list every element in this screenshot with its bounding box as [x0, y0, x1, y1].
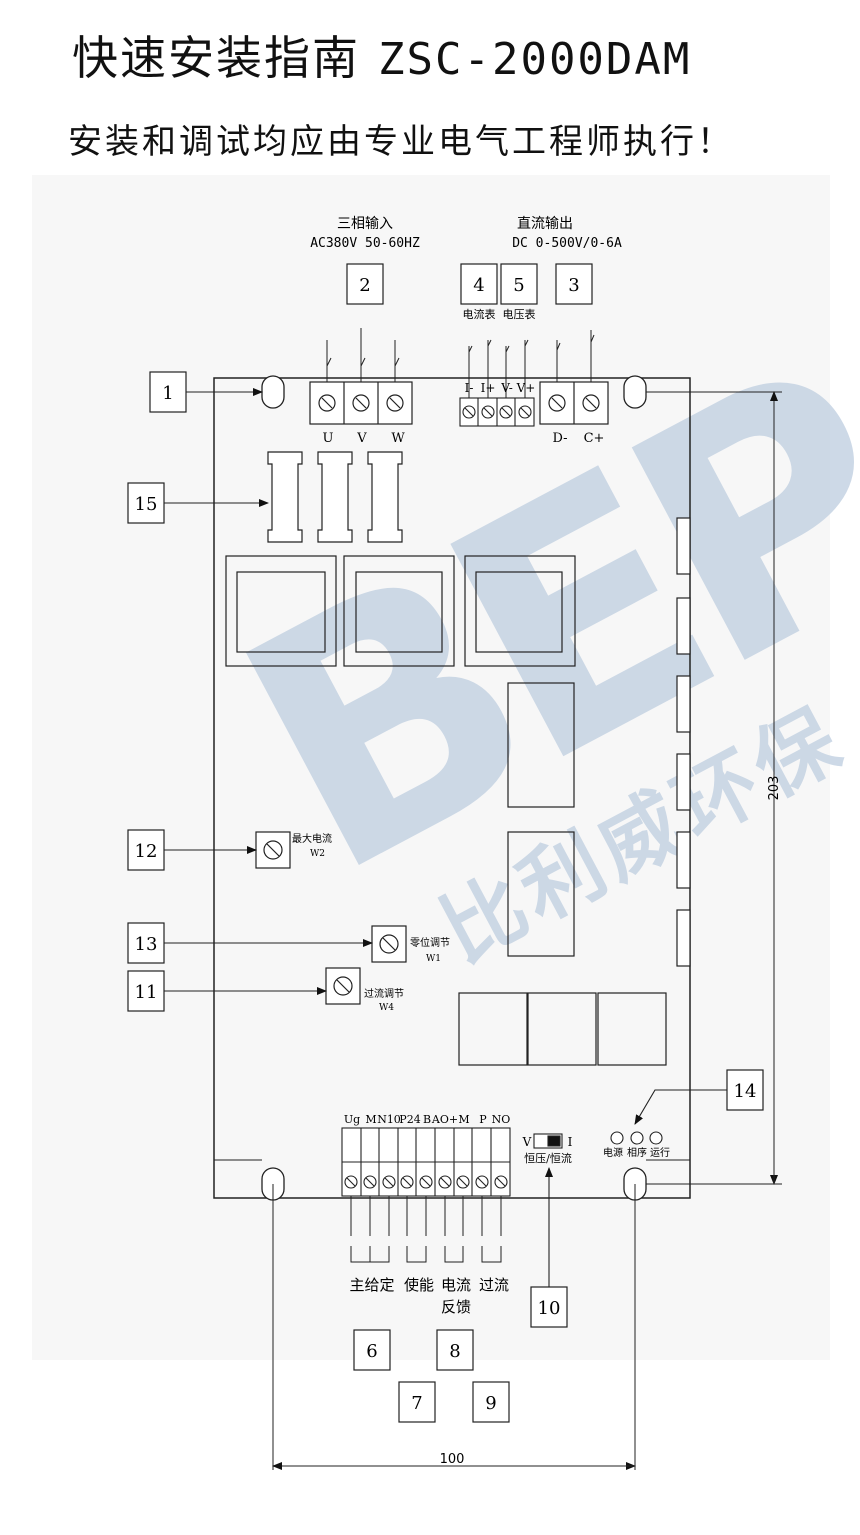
callout-2: 2 [359, 275, 370, 296]
group-labels: 主给定 使能 电流 反馈 过流 [349, 1276, 509, 1316]
ctrl-terminal-p: P [479, 1113, 487, 1126]
control-terminal-block [341, 1127, 511, 1197]
callout-10: 10 [538, 1298, 561, 1319]
callout-1: 1 [162, 383, 173, 404]
w1-id: W1 [426, 954, 441, 964]
output-wires [556, 330, 595, 382]
terminal-d-minus: D- [552, 431, 567, 446]
switch-i-label: I [568, 1135, 573, 1149]
group-current-fb-1: 电流 [441, 1276, 471, 1294]
input-wires [326, 328, 400, 382]
potentiometer-w4 [325, 967, 361, 1005]
meter-wires [468, 339, 529, 398]
height-value: 203 [767, 776, 782, 801]
ctrl-terminal-ug: Ug [344, 1113, 360, 1126]
height-dimension [646, 391, 782, 1185]
page-title: 快速安装指南 ZSC-2000DAM [72, 22, 691, 88]
callout-13: 13 [135, 934, 158, 955]
leader-lines [164, 388, 727, 1287]
w2-id: W2 [310, 849, 325, 859]
ctrl-terminal-n10: N10 [377, 1113, 401, 1126]
board-outline [213, 377, 691, 1199]
terminal-v: V [356, 431, 367, 446]
mounting-slots [261, 375, 647, 1201]
callout-7: 7 [411, 1393, 422, 1414]
status-leds [610, 1131, 663, 1145]
callout-4: 4 [473, 275, 484, 296]
mode-switch [533, 1133, 563, 1149]
group-current-fb-2: 反馈 [441, 1298, 471, 1316]
meter-terminal-block [459, 397, 535, 427]
callout-3: 3 [568, 275, 579, 296]
width-value: 100 [440, 1452, 465, 1467]
switch-mode-label: 恒压/恒流 [524, 1151, 572, 1165]
terminal-w: W [391, 431, 405, 446]
callout-5: 5 [513, 275, 524, 296]
led-run-label: 运行 [650, 1146, 670, 1159]
side-connectors [676, 517, 691, 967]
control-wires [350, 1196, 502, 1263]
output-spec: DC 0-500V/0-6A [512, 236, 622, 251]
callout-12: 12 [135, 841, 158, 862]
input-title: 三相输入 [337, 216, 393, 232]
ctrl-terminal-ao: AO+ [431, 1113, 458, 1126]
safety-notice: 安装和调试均应由专业电气工程师执行！ [68, 122, 734, 162]
switch-v-label: V [522, 1135, 532, 1149]
input-spec: AC380V 50-60HZ [310, 236, 420, 251]
callout-8: 8 [449, 1341, 460, 1362]
group-main-set: 主给定 [349, 1276, 394, 1294]
output-title: 直流输出 [517, 215, 573, 232]
callout-15: 15 [135, 494, 158, 515]
w4-id: W4 [379, 1003, 394, 1013]
ctrl-terminal-b: B [423, 1113, 431, 1126]
voltage-meter-label: 电压表 [503, 307, 536, 321]
control-terminal-labels: Ug M N10 P24 B AO+ M P NO [344, 1113, 510, 1126]
callout-9: 9 [485, 1393, 496, 1414]
input-terminal-block [309, 381, 413, 425]
terminal-v-minus: V- [500, 381, 513, 395]
group-enable: 使能 [404, 1276, 434, 1294]
model-number: ZSC-2000DAM [378, 34, 692, 85]
ctrl-terminal-m2: M [458, 1113, 469, 1126]
w1-label: 零位调节 [410, 936, 450, 949]
led-power-label: 电源 [603, 1146, 623, 1159]
terminal-i-minus: I- [465, 381, 474, 395]
led-phase-label: 相序 [627, 1146, 647, 1159]
ctrl-terminal-m1: M [365, 1113, 376, 1126]
ctrl-terminal-p24: P24 [399, 1113, 420, 1126]
power-modules [225, 555, 667, 1066]
terminal-i-plus: I+ [481, 381, 496, 395]
w2-label: 最大电流 [292, 832, 332, 845]
callout-numbers: 2 4 5 3 1 15 12 13 11 14 10 6 8 7 9 [135, 275, 757, 1414]
fuses [267, 451, 403, 543]
output-terminal-block [539, 381, 609, 425]
terminal-c-plus: C+ [584, 431, 605, 446]
ctrl-terminal-no: NO [492, 1113, 511, 1126]
group-overcurrent: 过流 [479, 1276, 509, 1294]
callout-14: 14 [734, 1081, 757, 1102]
w4-label: 过流调节 [364, 987, 404, 1000]
potentiometer-w1 [371, 925, 407, 963]
potentiometer-w2 [255, 831, 291, 869]
callout-6: 6 [366, 1341, 377, 1362]
terminal-v-plus: V+ [516, 381, 536, 395]
callout-boxes [127, 263, 764, 1423]
terminal-u: U [323, 431, 334, 446]
current-meter-label: 电流表 [463, 307, 496, 321]
callout-11: 11 [135, 982, 158, 1003]
width-dimension [272, 1184, 636, 1470]
guide-title: 快速安装指南 [72, 31, 360, 85]
